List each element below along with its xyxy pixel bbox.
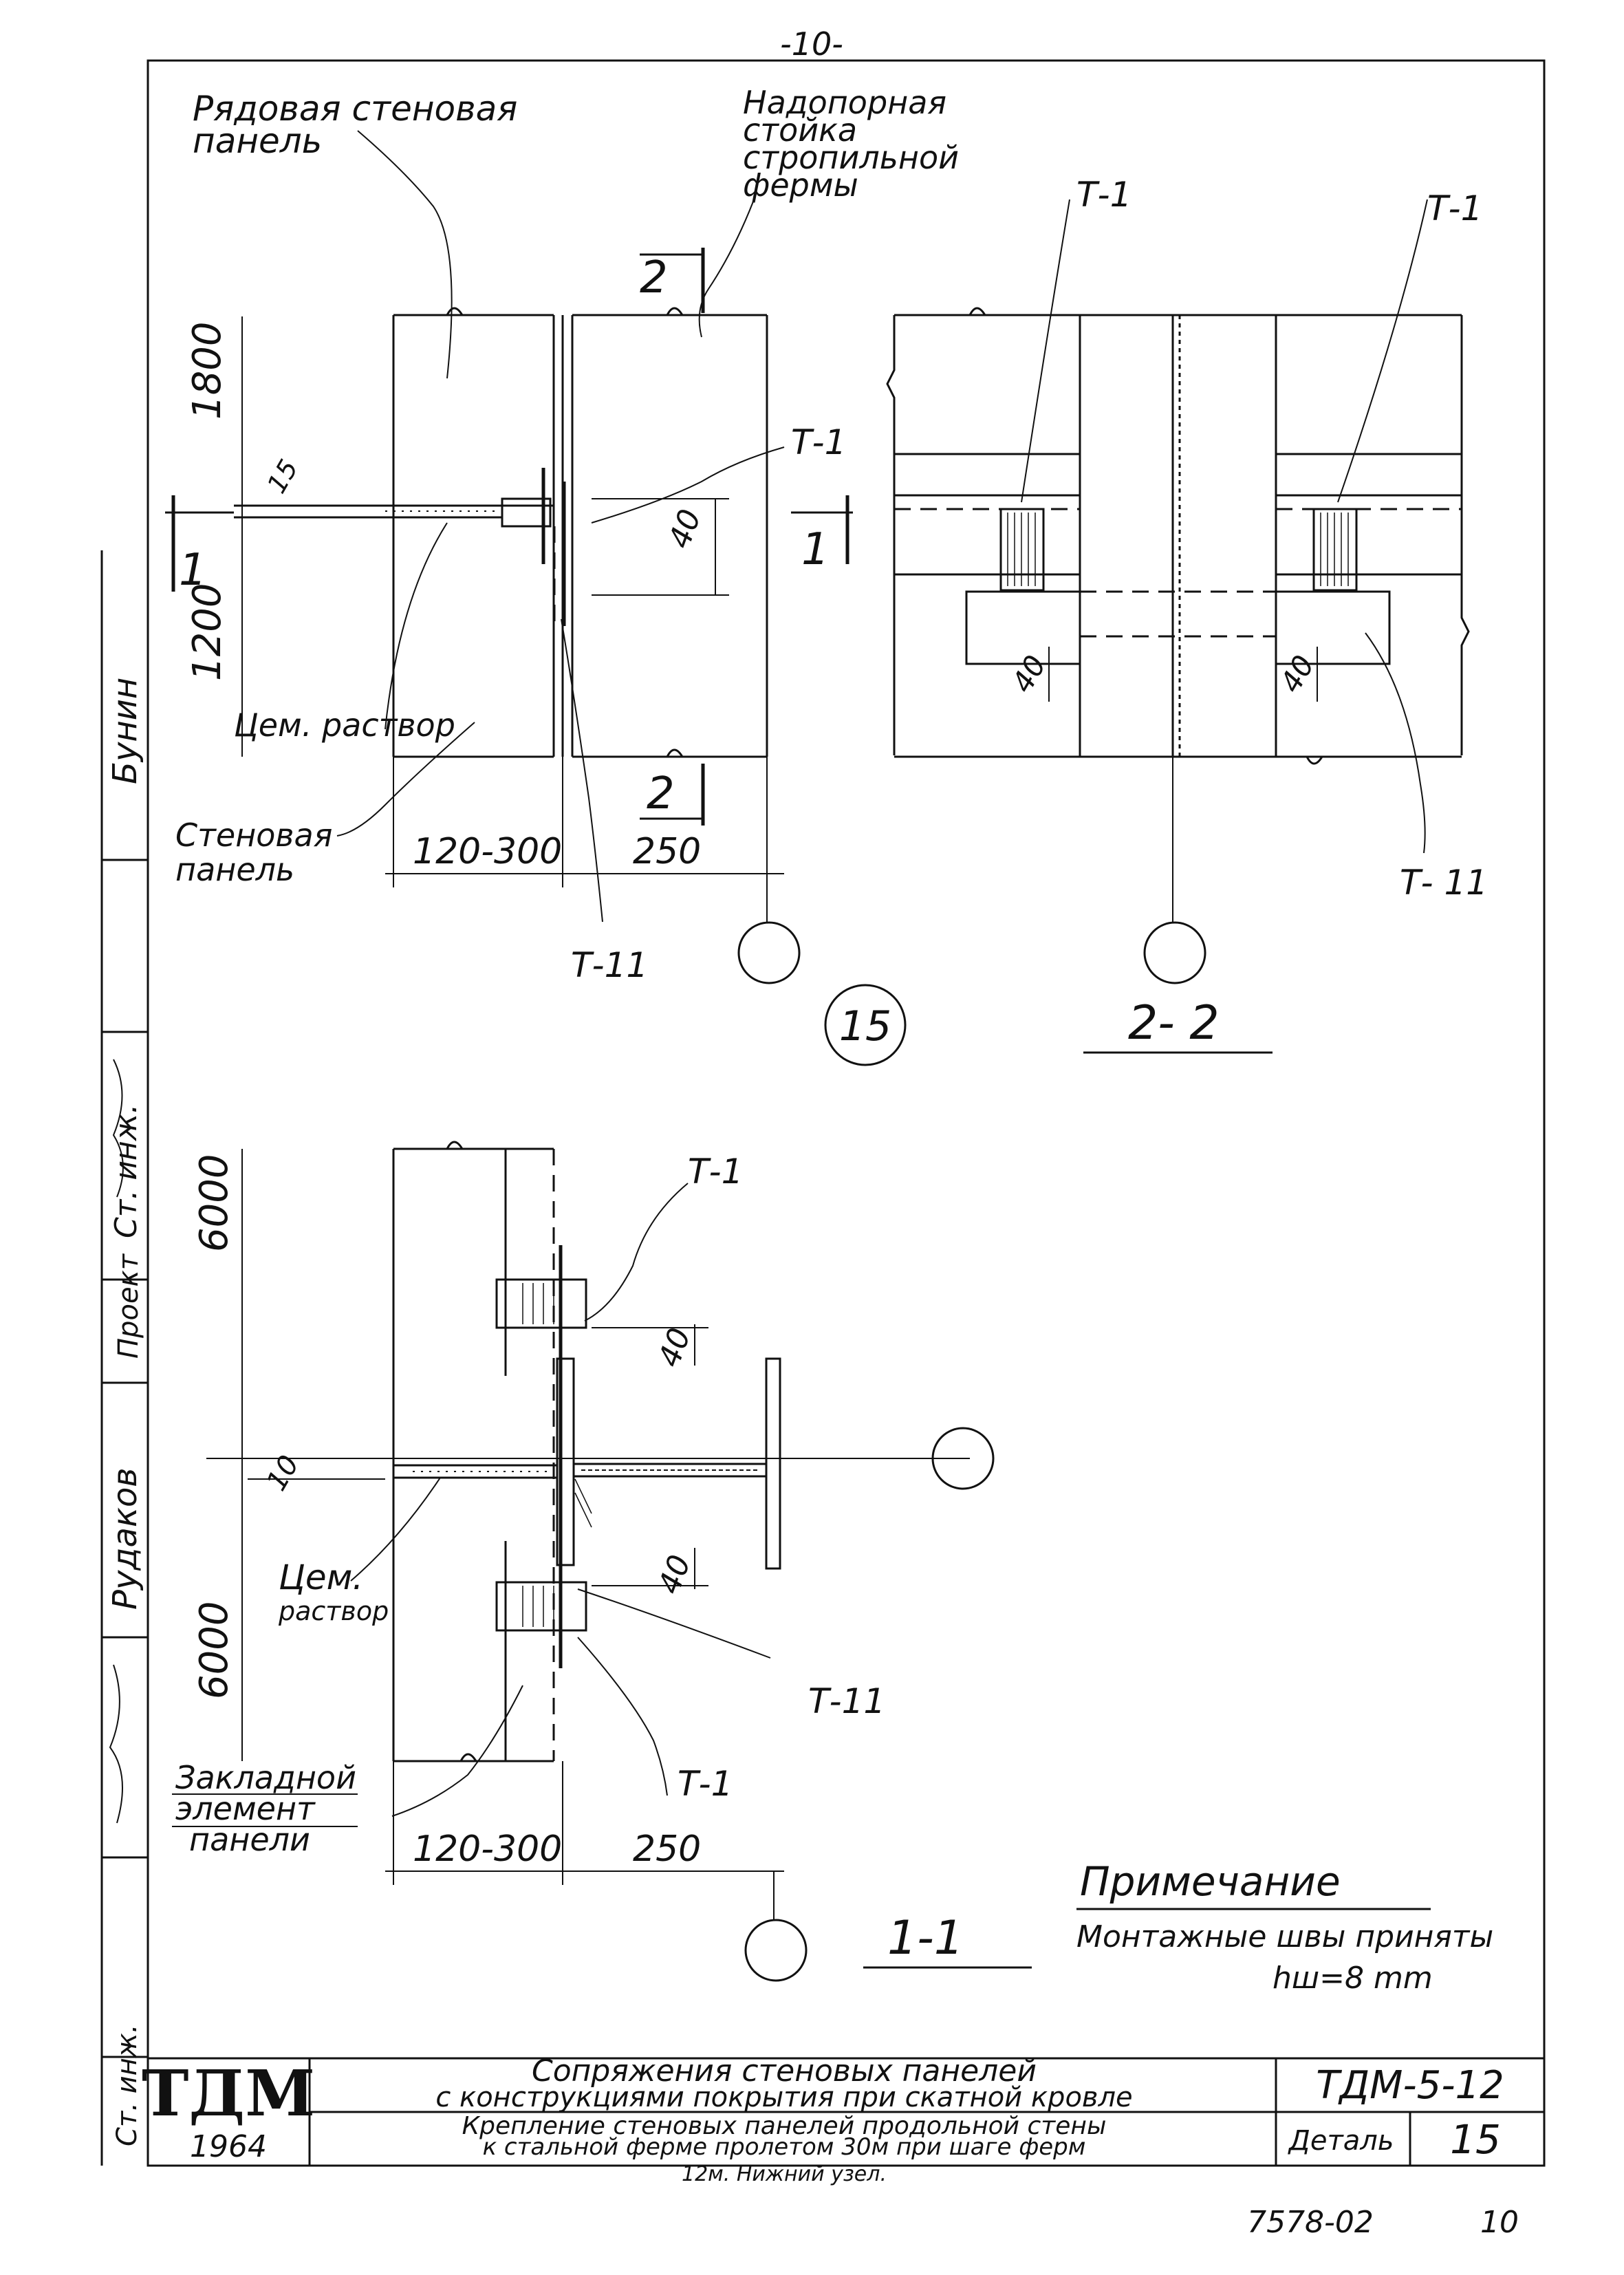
dim-10: 10 [261,1450,305,1496]
section-mark-2-top: 2 [640,252,668,303]
stamp-role-1: Ст. инж. [109,1104,144,1238]
weld-t1-11-top: Т-1 [688,1152,743,1192]
section-mark-2-bottom: 2 [647,768,675,819]
dim-15: 15 [261,455,304,499]
sub-line3: 12м. Нижний узел. [682,2162,887,2186]
note: Примечание Монтажные швы приняты hш=8 mm [1076,1858,1493,1996]
title-block: ТДМ 1964 Сопряжения стеновых панелей с к… [142,2053,1544,2186]
detail-mark-text: 15 [839,1002,891,1050]
label-row-panel-2: панель [193,121,322,161]
sheet-number: 10 [1480,2205,1519,2240]
page-number: -10- [780,25,843,63]
label-embedded-1: Закладной [175,1759,356,1796]
dim-6000-bottom: 6000 [192,1601,237,1699]
dim-6000-top: 6000 [192,1154,237,1252]
dim-40-11-top: 40 [651,1324,697,1372]
label-truss-post-3: стропильной [743,139,959,176]
label-truss-post: Надопорная [743,84,946,121]
section-2-2: Т-1 Т-1 Т- 11 40 40 2- 2 [886,175,1488,1054]
section-mark-1-left: 1 [179,545,207,596]
note-line2: hш=8 mm [1273,1961,1433,1996]
detail-number: 15 [1450,2116,1501,2163]
weld-t1-22-right: Т-1 [1427,188,1482,228]
dim-1200: 1200 [185,583,230,681]
weld-t1-11-bottom: Т-1 [678,1764,733,1804]
section-1-1-title: 1-1 [887,1911,964,1965]
note-title: Примечание [1080,1858,1341,1905]
section-mark-1-right: 1 [801,524,830,575]
title-line1: Сопряжения стеновых панелей [532,2053,1037,2089]
dim-40-22-right: 40 [1273,649,1321,698]
label-embedded-2: элемент [175,1790,316,1827]
drawing-code: ТДМ-5-12 [1316,2063,1504,2108]
weld-t1-top: Т-1 [791,422,846,462]
label-truss-post-4: фермы [743,166,858,204]
stamp-role-2: Ст. инж. [111,2024,143,2146]
section-2-2-title: 2- 2 [1128,996,1220,1050]
label-truss-post-2: стойка [743,111,857,149]
sub-line2: к стальной ферме пролетом 30м при шаге ф… [483,2133,1086,2161]
dim-120-300-11: 120-300 [413,1829,562,1870]
section-1-1: Т-1 Т-11 Т-1 6000 6000 10 40 40 120-300 … [172,1141,1032,1982]
signature-2 [112,1059,124,1198]
dim-250-11: 250 [633,1829,701,1870]
label-wall-panel-1: Стеновая [175,817,332,854]
dim-1800: 1800 [185,321,230,420]
stamp-name-rudakov: Рудаков [106,1467,144,1610]
label-mortar-11-1: Цем. [279,1557,363,1597]
side-stamp: Бунин Ст. инж. Проект Рудаков Ст. инж. [100,550,149,2166]
detail-marker: 15 [824,984,907,1066]
top-left-view: Рядовая стеновая панель Надопорная стойк… [165,84,959,985]
stamp-project: Проект [113,1253,144,1359]
sheet-frame [147,59,1546,2167]
label-mortar-11-2: раствор [278,1596,389,1626]
weld-t1-22-left: Т-1 [1076,175,1132,215]
signature-1 [109,1664,123,1824]
org-logo: ТДМ [142,2056,315,2131]
archive-number: 7578-02 [1247,2205,1374,2240]
sub-line1: Крепление стеновых панелей продольной ст… [462,2112,1107,2140]
dim-120-300: 120-300 [413,831,562,872]
label-mortar: Цем. раствор [234,707,455,744]
year: 1964 [190,2129,267,2164]
note-line1: Монтажные швы приняты [1076,1919,1493,1954]
dim-250: 250 [633,831,701,872]
stamp-name-bunin: Бунин [106,678,144,784]
dim-40-22-left: 40 [1005,649,1052,698]
title-line2: с конструкциями покрытия при скатной кро… [435,2082,1132,2113]
dim-40-11-bottom: 40 [651,1551,697,1599]
weld-t11-11: Т-11 [808,1681,885,1721]
weld-t11-top: Т-11 [571,945,648,985]
weld-t11-22: Т- 11 [1400,863,1488,903]
detail-label: Деталь [1288,2125,1394,2157]
label-row-panel-1: Рядовая стеновая [193,89,517,129]
dim-40: 40 [662,505,708,553]
label-wall-panel-2: панель [175,851,294,888]
